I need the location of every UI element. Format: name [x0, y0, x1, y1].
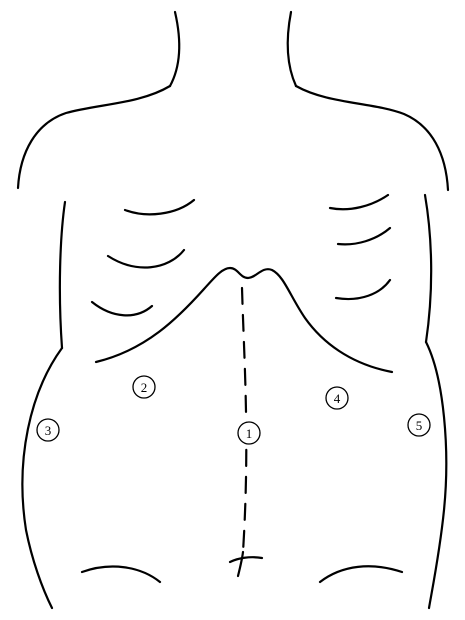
port-marker-5-label: 5 [416, 418, 423, 433]
port-marker-2-label: 2 [141, 380, 148, 395]
port-marker-1-label: 1 [246, 426, 253, 441]
port-marker-5: 5 [408, 414, 430, 436]
port-marker-4: 4 [326, 387, 348, 409]
midline-incision-dashed [242, 288, 246, 552]
umbilicus-cross-vertical [238, 552, 243, 576]
right-abdomen-side-line [426, 342, 446, 608]
neck-right-line [288, 12, 296, 86]
port-marker-4-label: 4 [334, 391, 341, 406]
right-rib-1 [330, 195, 388, 209]
left-groin-crease [82, 567, 160, 582]
port-marker-3: 3 [37, 419, 59, 441]
neck-left-line [170, 12, 179, 86]
left-abdomen-side-line [22, 348, 62, 608]
left-rib-3 [92, 302, 152, 315]
port-marker-2: 2 [133, 376, 155, 398]
right-rib-3 [336, 280, 390, 299]
umbilicus-cross-horizontal [230, 557, 262, 562]
port-marker-3-label: 3 [45, 423, 52, 438]
right-chest-side-line [425, 195, 431, 342]
left-shoulder-arm-line [18, 86, 170, 188]
port-marker-1: 1 [238, 422, 260, 444]
right-groin-crease [320, 566, 402, 582]
right-rib-2 [338, 228, 390, 244]
left-rib-2 [108, 250, 184, 267]
right-shoulder-arm-line [296, 86, 448, 190]
left-rib-1 [125, 200, 194, 214]
left-chest-side-line [60, 202, 65, 348]
